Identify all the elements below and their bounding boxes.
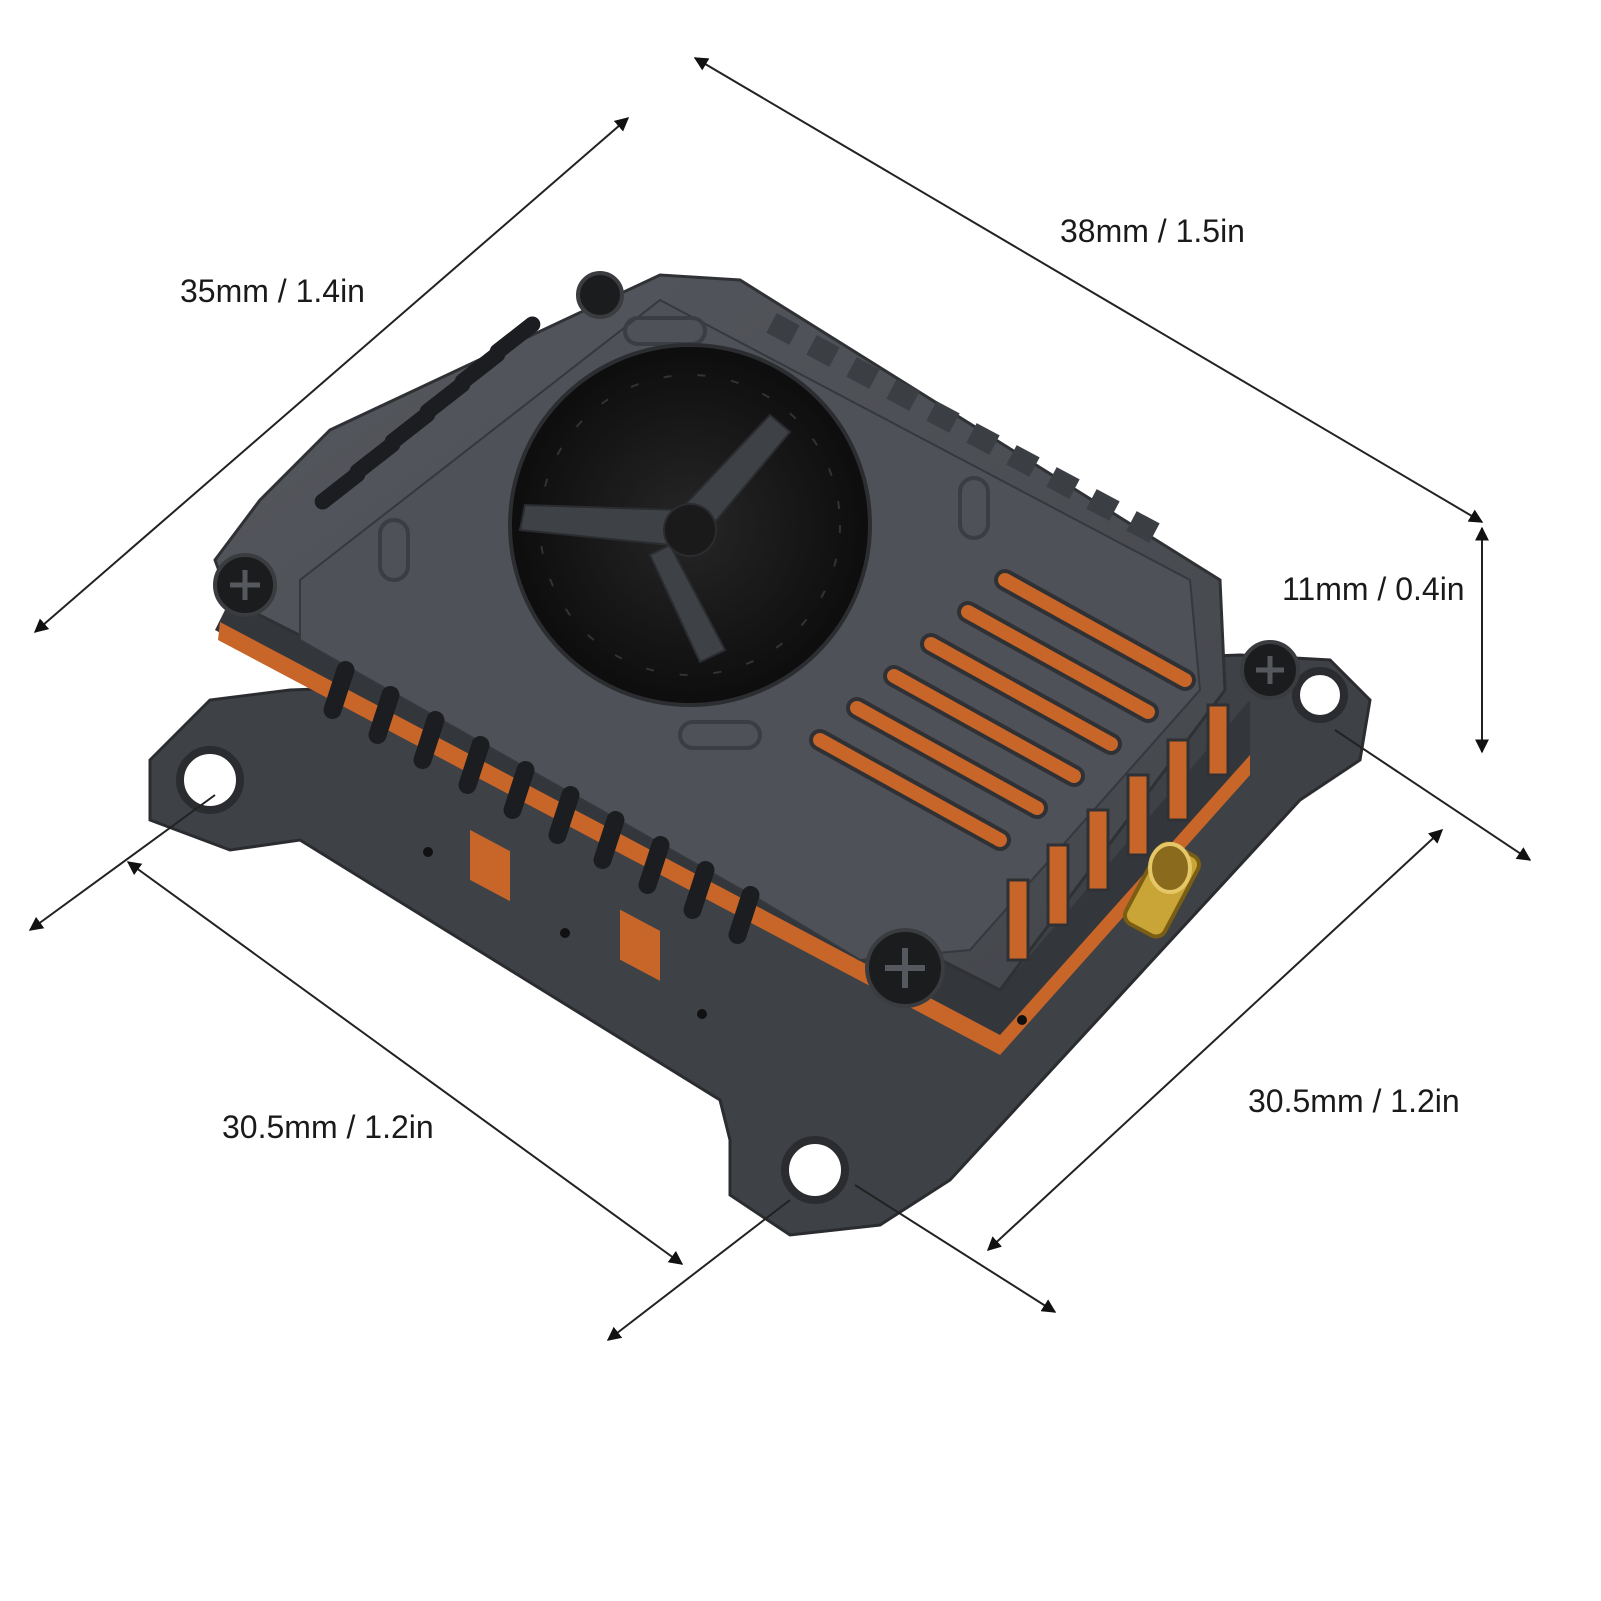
depth-arrow: [33, 117, 630, 633]
side-dot: [423, 847, 433, 857]
width-arrow: [693, 57, 1484, 523]
height-label: 11mm / 0.4in: [1282, 571, 1465, 607]
screw-left: [213, 553, 277, 617]
mount-left-label: 30.5mm / 1.2in: [222, 1109, 434, 1145]
width-label: 38mm / 1.5in: [1060, 213, 1245, 249]
depth-label: 35mm / 1.4in: [180, 273, 365, 309]
extension-line: [606, 1199, 791, 1341]
cooling-fan: [508, 343, 872, 707]
extension-line: [28, 794, 216, 931]
vent-slots-front: [323, 661, 760, 944]
mount-hole-bottom: [781, 1136, 849, 1204]
mount-right-arrow: [986, 829, 1444, 1251]
dimension-lines: [28, 57, 1532, 1341]
mount-left-arrow: [126, 861, 684, 1265]
screw-right: [1240, 640, 1300, 700]
mount-hole-right: [1292, 667, 1348, 723]
side-dot: [560, 928, 570, 938]
video-transmitter-module: [148, 271, 1372, 1237]
mount-right-label: 30.5mm / 1.2in: [1248, 1083, 1460, 1119]
extension-line: [854, 1184, 1057, 1313]
side-dot: [697, 1009, 707, 1019]
copper-heatsink-slats: [809, 569, 1196, 851]
mount-hole-left: [176, 746, 244, 814]
screw-back: [576, 271, 624, 319]
extension-line: [1334, 729, 1532, 861]
side-dot: [1017, 1015, 1027, 1025]
screw-front: [865, 928, 945, 1008]
